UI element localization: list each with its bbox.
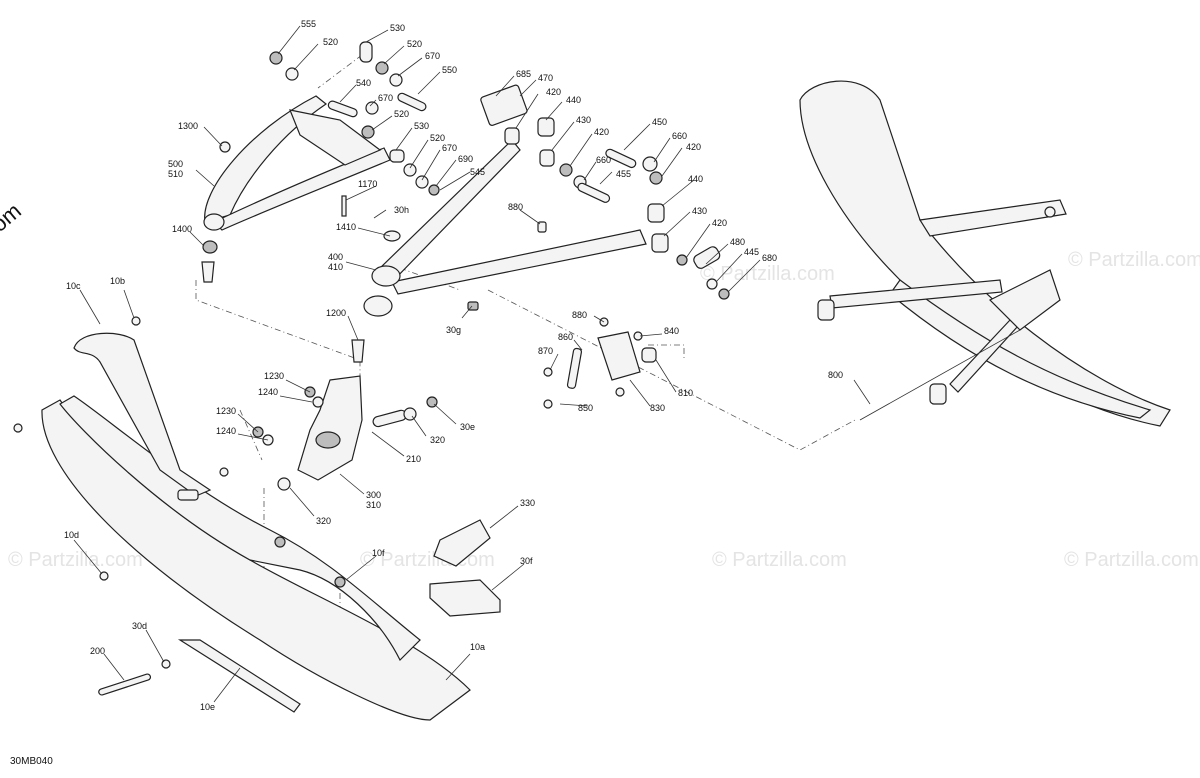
callout-10d: 10d: [64, 530, 79, 540]
callout-320: 320: [316, 516, 331, 526]
callout-880: 880: [508, 202, 523, 212]
callout-520: 520: [323, 37, 338, 47]
callout-440: 440: [566, 95, 581, 105]
callout-540: 540: [356, 78, 371, 88]
callout-420: 420: [686, 142, 701, 152]
callout-850: 850: [578, 403, 593, 413]
callout-470: 470: [538, 73, 553, 83]
callout-300: 300: [366, 490, 381, 500]
watermark: © Partzilla.com: [700, 263, 835, 285]
callout-840: 840: [664, 326, 679, 336]
callout-690: 690: [458, 154, 473, 164]
callout-670: 670: [442, 143, 457, 153]
callout-10b: 10b: [110, 276, 125, 286]
watermark: © Partzilla.com: [8, 549, 143, 571]
watermark: © Partzilla.com: [1068, 249, 1200, 271]
callout-1240: 1240: [258, 387, 278, 397]
callout-210: 210: [406, 454, 421, 464]
watermark: © Partzilla.com: [1064, 549, 1199, 571]
callout-30f: 30f: [520, 556, 533, 566]
callout-500: 500: [168, 159, 183, 169]
callout-685: 685: [516, 69, 531, 79]
callout-660: 660: [672, 131, 687, 141]
callout-880: 880: [572, 310, 587, 320]
left-ski: [13, 316, 501, 721]
callout-30d: 30d: [132, 621, 147, 631]
upper-a-arm: [201, 95, 391, 283]
callout-420: 420: [546, 87, 561, 97]
callout-860: 860: [558, 332, 573, 342]
brand-watermark: © Partzilla.com: [0, 198, 26, 312]
hardware-upper: [219, 41, 440, 196]
callout-520: 520: [394, 109, 409, 119]
callout-410: 410: [328, 262, 343, 272]
callout-10c: 10c: [66, 281, 81, 291]
callout-680: 680: [762, 253, 777, 263]
callout-830: 830: [650, 403, 665, 413]
diagram-code: 30MB040: [10, 756, 53, 767]
callout-870: 870: [538, 346, 553, 356]
lower-a-arm: [341, 84, 730, 311]
callout-labels: 555 520 530 520 670 550 540 670 520 530 …: [64, 19, 843, 712]
watermark: © Partzilla.com: [712, 549, 847, 571]
callout-30h: 30h: [394, 205, 409, 215]
callout-555: 555: [301, 19, 316, 29]
callout-545: 545: [470, 167, 485, 177]
callout-520: 520: [430, 133, 445, 143]
callout-10e: 10e: [200, 702, 215, 712]
callout-445: 445: [744, 247, 759, 257]
callout-1230: 1230: [264, 371, 284, 381]
callout-530: 530: [390, 23, 405, 33]
callout-1230: 1230: [216, 406, 236, 416]
callout-455: 455: [616, 169, 631, 179]
callout-10f: 10f: [372, 548, 385, 558]
callout-1400: 1400: [172, 224, 192, 234]
spindle: [252, 295, 438, 491]
callout-1300: 1300: [178, 121, 198, 131]
callout-310: 310: [366, 500, 381, 510]
callout-800: 800: [828, 370, 843, 380]
callout-10a: 10a: [470, 642, 485, 652]
callout-670: 670: [378, 93, 393, 103]
bracket-group: [543, 317, 657, 409]
callout-810: 810: [678, 388, 693, 398]
leader-lines: [73, 25, 871, 703]
assembly-lines: [195, 54, 856, 620]
callout-670: 670: [425, 51, 440, 61]
callout-400: 400: [328, 252, 343, 262]
right-ski-assembly: [799, 80, 1171, 427]
callout-450: 450: [652, 117, 667, 127]
callout-1200: 1200: [326, 308, 346, 318]
callout-1410: 1410: [336, 222, 356, 232]
callout-510: 510: [168, 169, 183, 179]
callout-530: 530: [414, 121, 429, 131]
callout-30g: 30g: [446, 325, 461, 335]
callout-420: 420: [594, 127, 609, 137]
callout-420: 420: [712, 218, 727, 228]
callout-200: 200: [90, 646, 105, 656]
callout-430: 430: [576, 115, 591, 125]
callout-1240: 1240: [216, 426, 236, 436]
callout-480: 480: [730, 237, 745, 247]
callout-550: 550: [442, 65, 457, 75]
callout-430: 430: [692, 206, 707, 216]
callout-330: 330: [520, 498, 535, 508]
callout-440: 440: [688, 174, 703, 184]
watermarks: © Partzilla.com © Partzilla.com © Partzi…: [8, 249, 1200, 571]
callout-30e: 30e: [460, 422, 475, 432]
callout-660: 660: [596, 155, 611, 165]
callout-520: 520: [407, 39, 422, 49]
callout-1170: 1170: [358, 179, 377, 189]
callout-320: 320: [430, 435, 445, 445]
